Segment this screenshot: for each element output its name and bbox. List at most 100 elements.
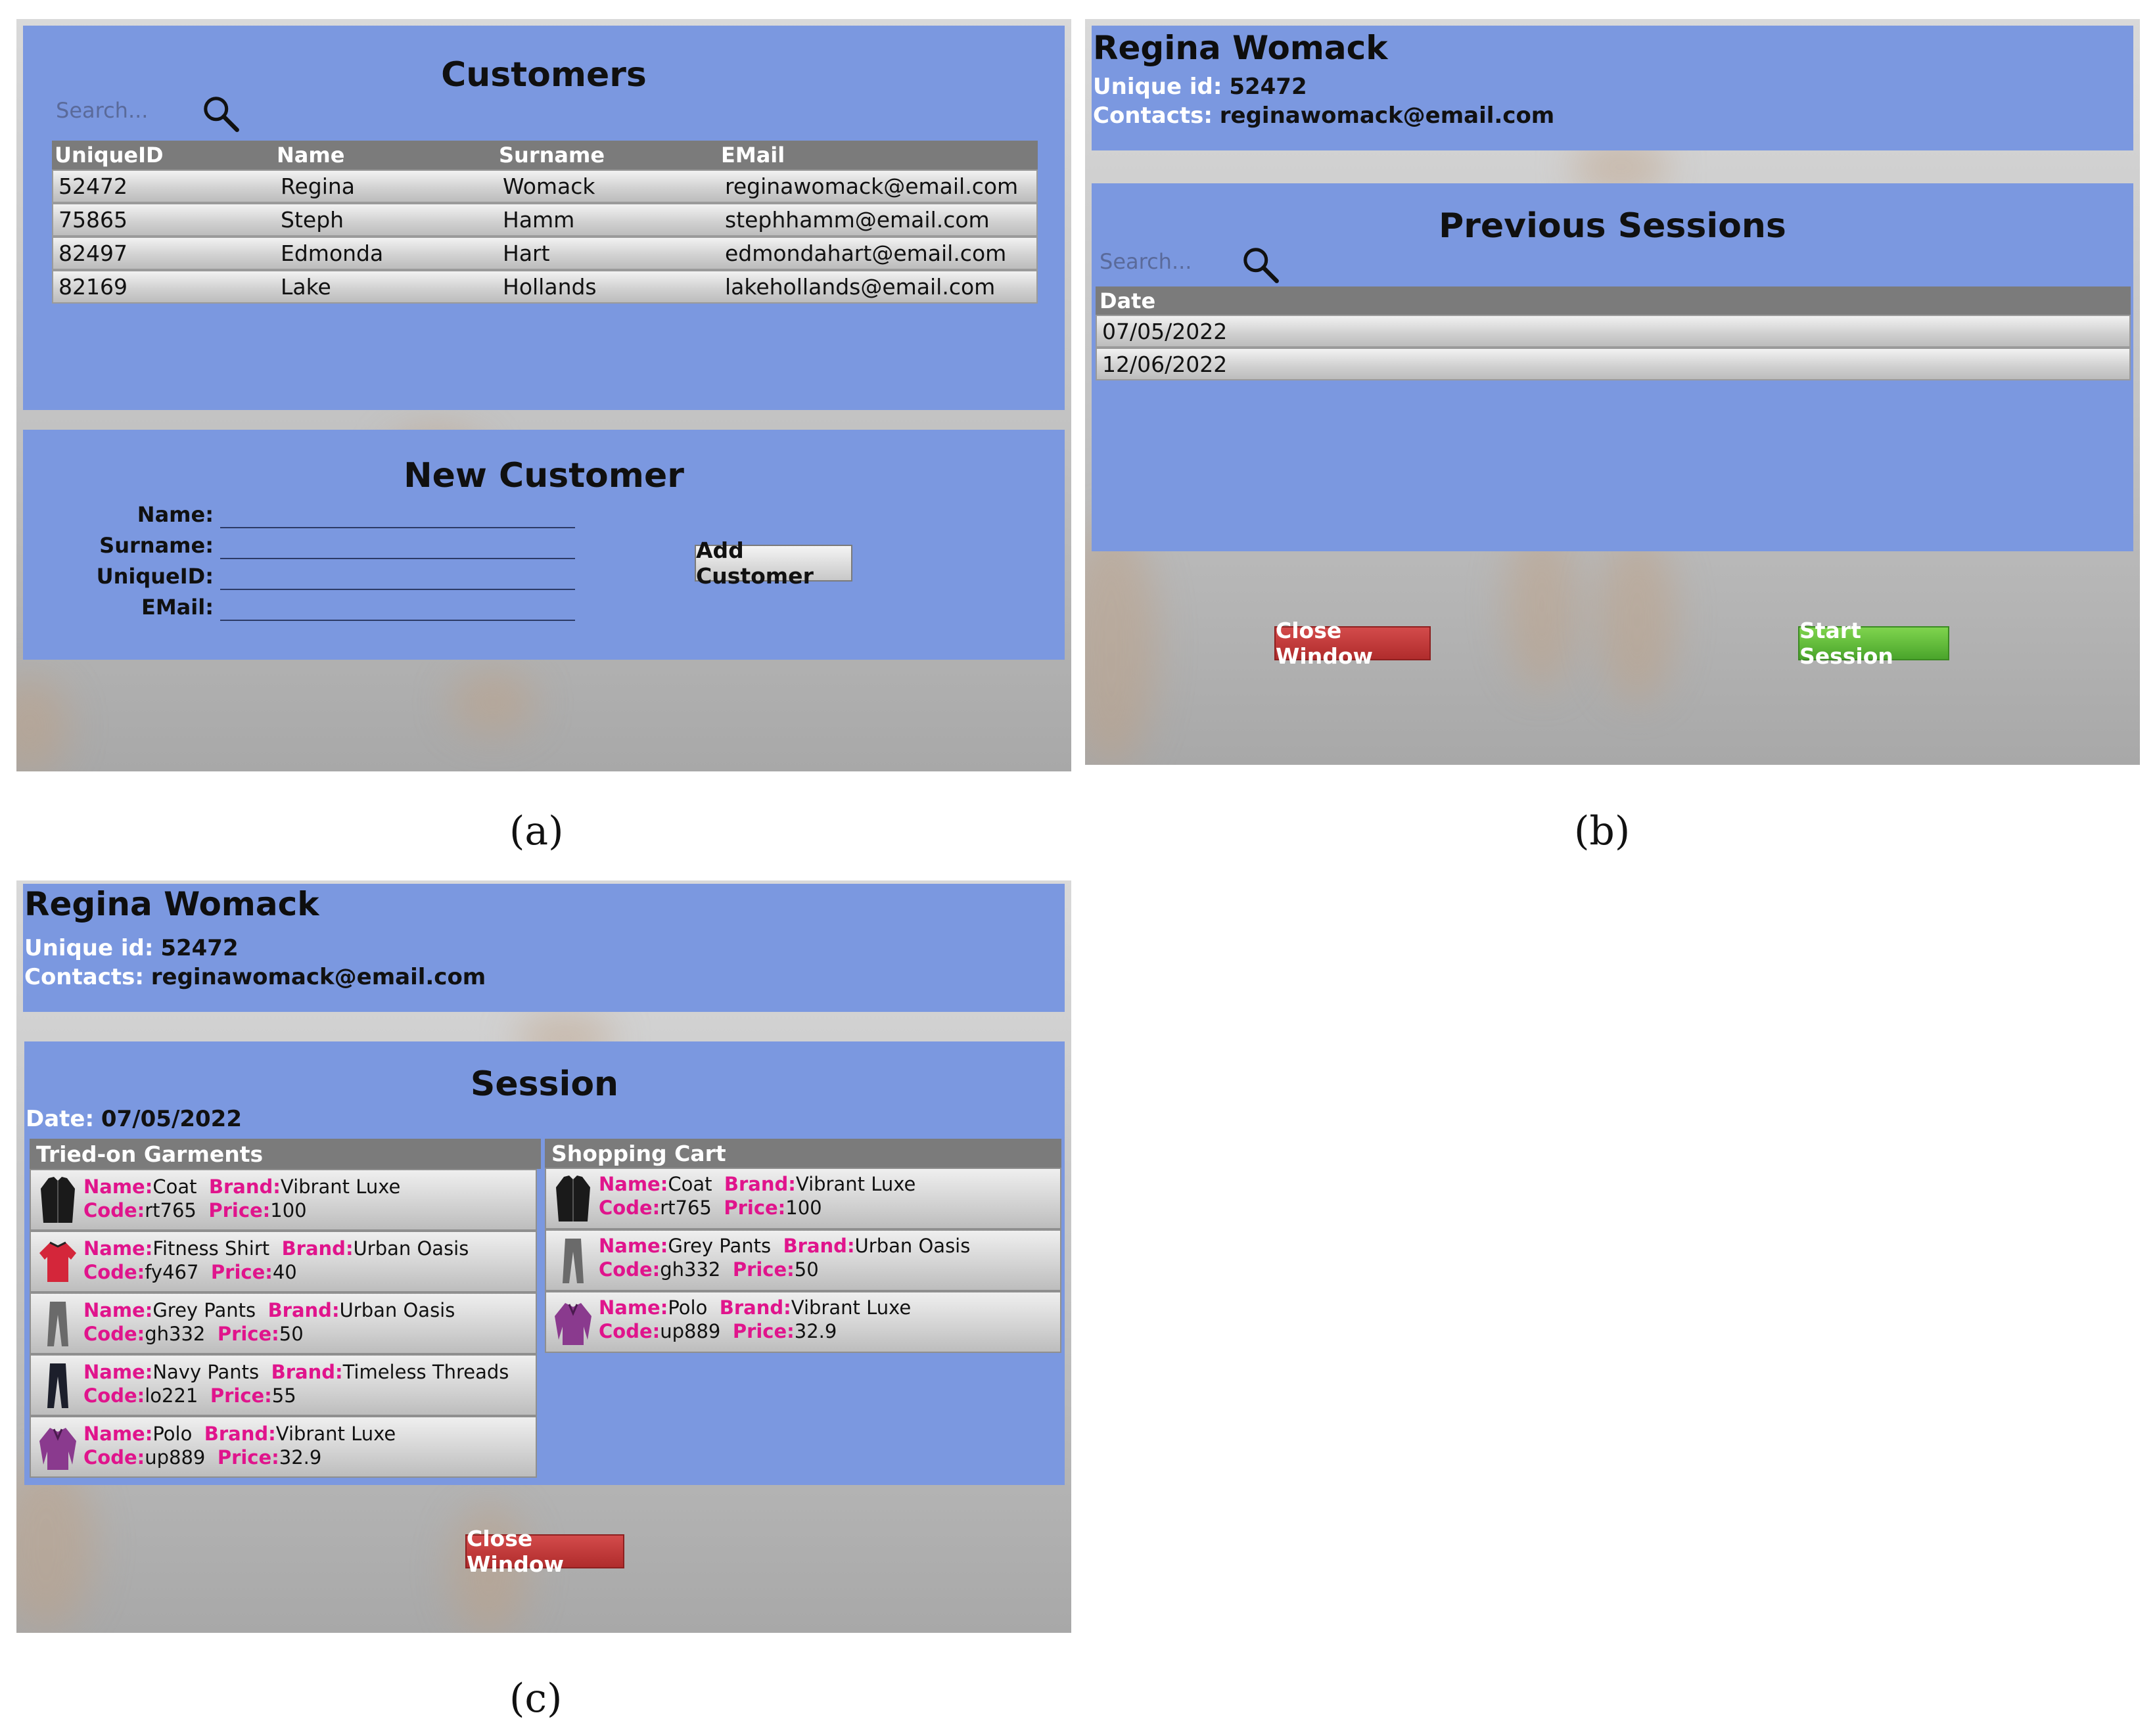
code-key: Code: xyxy=(83,1384,145,1407)
cell-email: reginawomack@email.com xyxy=(725,173,1019,199)
close-window-button[interactable]: Close Window xyxy=(1274,618,1431,669)
cell-email: stephhamm@email.com xyxy=(725,207,990,233)
price-key: Price: xyxy=(210,1384,272,1407)
cell-surname: Hart xyxy=(503,240,550,266)
grey-pants-icon xyxy=(563,1239,584,1283)
garment-name: Navy Pants xyxy=(152,1361,260,1383)
garment-code: lo221 xyxy=(145,1384,198,1407)
name-label: Name: xyxy=(137,502,214,527)
garment-line-1: Name:Coat Brand:Vibrant Luxe xyxy=(83,1176,400,1198)
list-item[interactable]: Name:Fitness Shirt Brand:Urban Oasis Cod… xyxy=(30,1231,537,1292)
garment-price: 32.9 xyxy=(794,1320,837,1342)
customers-screen: Customers Search... UniqueID Name Surnam… xyxy=(16,19,1071,771)
customer-header-panel: Regina Womack Unique id: 52472 Contacts:… xyxy=(23,884,1065,1012)
sessions-table-header: Date xyxy=(1096,286,2131,315)
previous-sessions-panel: Previous Sessions Search... Date 07/05/2… xyxy=(1092,183,2133,551)
table-row[interactable]: 52472 Regina Womack reginawomack@email.c… xyxy=(52,170,1038,203)
list-item[interactable]: Name:Navy Pants Brand:Timeless Threads C… xyxy=(30,1354,537,1416)
garment-price: 50 xyxy=(279,1323,304,1345)
session-panel: Session Date: 07/05/2022 Tried-on Garmen… xyxy=(24,1041,1065,1485)
customer-name: Regina Womack xyxy=(24,885,319,923)
column-uniqueid[interactable]: UniqueID xyxy=(55,143,164,168)
list-item[interactable]: Name:Polo Brand:Vibrant Luxe Code:up889 … xyxy=(30,1416,537,1478)
price-key: Price: xyxy=(217,1446,279,1469)
price-key: Price: xyxy=(732,1320,795,1342)
garment-name: Fitness Shirt xyxy=(152,1237,270,1260)
garment-brand: Vibrant Luxe xyxy=(280,1176,401,1198)
price-key: Price: xyxy=(732,1258,795,1281)
email-field[interactable] xyxy=(220,620,575,621)
table-row[interactable]: 12/06/2022 xyxy=(1096,348,2131,380)
contacts-label: Contacts: xyxy=(24,964,144,990)
caption-a: (a) xyxy=(509,808,564,854)
list-item[interactable]: Name:Grey Pants Brand:Urban Oasis Code:g… xyxy=(30,1292,537,1354)
garment-name: Polo xyxy=(668,1296,708,1319)
cell-date: 07/05/2022 xyxy=(1102,318,1228,344)
garment-line-1: Name:Fitness Shirt Brand:Urban Oasis xyxy=(83,1237,469,1260)
cell-uniqueid: 82497 xyxy=(58,240,127,266)
customers-panel: Customers Search... UniqueID Name Surnam… xyxy=(23,26,1065,410)
table-row[interactable]: 07/05/2022 xyxy=(1096,315,2131,348)
close-window-button[interactable]: Close Window xyxy=(465,1526,624,1577)
garment-line-1: Name:Polo Brand:Vibrant Luxe xyxy=(599,1296,911,1319)
session-title: Session xyxy=(470,1064,619,1104)
garment-brand: Vibrant Luxe xyxy=(275,1423,396,1445)
table-row[interactable]: 82497 Edmonda Hart edmondahart@email.com xyxy=(52,237,1038,270)
caption-c: (c) xyxy=(509,1676,563,1722)
brand-key: Brand: xyxy=(208,1176,281,1198)
garment-name: Coat xyxy=(668,1173,712,1195)
brand-key: Brand: xyxy=(719,1296,791,1319)
name-field[interactable] xyxy=(220,527,575,528)
uniqueid-field[interactable] xyxy=(220,589,575,590)
search-input[interactable]: Search... xyxy=(56,98,149,123)
garment-code: gh332 xyxy=(660,1258,721,1281)
cell-uniqueid: 82169 xyxy=(58,274,127,300)
unique-id-line: Unique id: 52472 xyxy=(1093,74,1307,100)
table-row[interactable]: 82169 Lake Hollands lakehollands@email.c… xyxy=(52,270,1038,304)
start-session-button[interactable]: Start Session xyxy=(1798,618,1949,669)
garment-line-2: Code:gh332 Price:50 xyxy=(83,1323,304,1345)
search-icon[interactable] xyxy=(1241,246,1280,284)
search-input[interactable]: Search... xyxy=(1100,249,1192,274)
price-key: Price: xyxy=(208,1199,271,1222)
list-item[interactable]: Name:Grey Pants Brand:Urban Oasis Code:g… xyxy=(545,1229,1061,1291)
list-item[interactable]: Name:Polo Brand:Vibrant Luxe Code:up889 … xyxy=(545,1291,1061,1353)
previous-sessions-title: Previous Sessions xyxy=(1439,206,1786,246)
code-key: Code: xyxy=(599,1258,660,1281)
garment-code: rt765 xyxy=(145,1199,197,1222)
cell-email: lakehollands@email.com xyxy=(725,274,996,300)
unique-id-value: 52472 xyxy=(160,935,239,961)
brand-key: Brand: xyxy=(267,1299,340,1321)
brand-key: Brand: xyxy=(271,1361,343,1383)
garment-code: gh332 xyxy=(145,1323,206,1345)
name-key: Name: xyxy=(599,1296,668,1319)
cell-name: Lake xyxy=(281,274,331,300)
search-icon[interactable] xyxy=(202,95,240,133)
list-item[interactable]: Name:Coat Brand:Vibrant Luxe Code:rt765 … xyxy=(30,1169,537,1231)
name-key: Name: xyxy=(83,1176,153,1198)
customer-detail-screen: Regina Womack Unique id: 52472 Contacts:… xyxy=(1085,19,2140,765)
column-date[interactable]: Date xyxy=(1100,288,1156,313)
garment-brand: Vibrant Luxe xyxy=(791,1296,912,1319)
code-key: Code: xyxy=(599,1197,660,1219)
customer-header-panel: Regina Womack Unique id: 52472 Contacts:… xyxy=(1092,26,2133,150)
column-email[interactable]: EMail xyxy=(721,143,785,168)
column-surname[interactable]: Surname xyxy=(499,143,605,168)
session-date-line: Date: 07/05/2022 xyxy=(26,1106,242,1132)
table-row[interactable]: 75865 Steph Hamm stephhamm@email.com xyxy=(52,203,1038,237)
garment-brand: Urban Oasis xyxy=(353,1237,469,1260)
garment-code: up889 xyxy=(660,1320,721,1342)
add-customer-button[interactable]: Add Customer xyxy=(695,537,852,589)
garment-price: 100 xyxy=(270,1199,307,1222)
list-item[interactable]: Name:Coat Brand:Vibrant Luxe Code:rt765 … xyxy=(545,1168,1061,1229)
contacts-line: Contacts: reginawomack@email.com xyxy=(24,964,486,990)
name-key: Name: xyxy=(83,1361,153,1383)
shopping-cart-header: Shopping Cart xyxy=(545,1139,1061,1168)
surname-field[interactable] xyxy=(220,558,575,559)
garment-line-1: Name:Navy Pants Brand:Timeless Threads xyxy=(83,1361,509,1383)
coat-icon xyxy=(556,1176,590,1222)
garment-name: Coat xyxy=(152,1176,197,1198)
garment-line-1: Name:Grey Pants Brand:Urban Oasis xyxy=(599,1235,970,1257)
column-name[interactable]: Name xyxy=(277,143,345,168)
coat-icon xyxy=(41,1177,75,1223)
